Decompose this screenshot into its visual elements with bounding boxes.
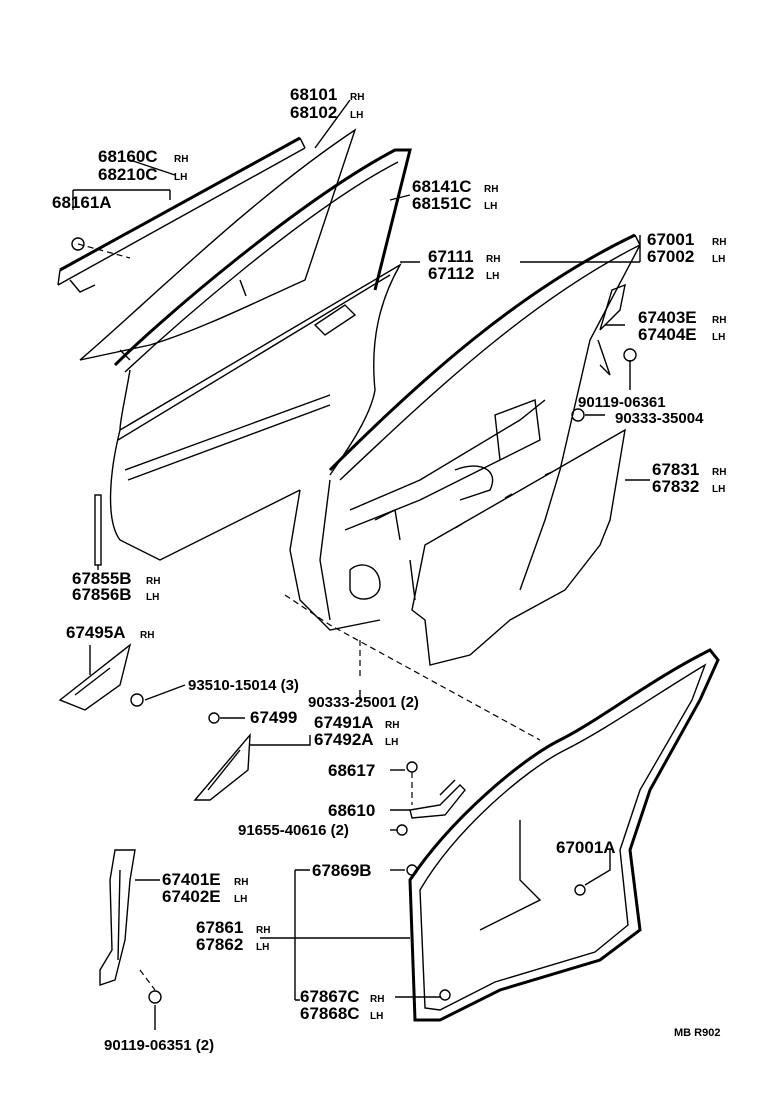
label-67403: 67403E (638, 308, 697, 327)
label-68160: 68160C (98, 147, 158, 166)
front-hinge-upper (571, 283, 637, 422)
label-67868: 67868C (300, 1004, 360, 1023)
label-67111-side: RH (486, 254, 500, 265)
drawing-code: MB R902 (674, 1027, 720, 1039)
label-68610: 68610 (328, 801, 375, 820)
label-67404-side: LH (712, 332, 725, 343)
label-90333-25001: 90333-25001 (2) (308, 694, 419, 711)
label-67491-side: RH (385, 720, 399, 731)
label-67404: 67404E (638, 325, 697, 344)
label-90119-06361: 90119-06361 (578, 394, 666, 411)
glass-run (113, 148, 412, 373)
door-weatherstrip (406, 648, 720, 1022)
label-67492: 67492A (314, 730, 374, 749)
service-hole-cover (411, 428, 626, 666)
label-67001a: 67001A (556, 838, 616, 857)
label-91655-40616: 91655-40616 (2) (238, 822, 349, 839)
mirror-bracket (58, 643, 144, 711)
door-frame-outer (109, 263, 402, 561)
label-68101-side: RH (350, 92, 364, 103)
mirror-cover (193, 712, 251, 801)
label-67856: 67856B (72, 585, 132, 604)
label-67861: 67861 (196, 918, 243, 937)
label-67001-side: RH (712, 237, 726, 248)
label-67869: 67869B (312, 861, 372, 880)
label-68141-side: RH (484, 184, 498, 195)
label-68141: 68141C (412, 177, 472, 196)
label-68160-side: RH (174, 154, 188, 165)
label-93510-15014: 93510-15014 (3) (188, 677, 299, 694)
label-67832: 67832 (652, 477, 699, 496)
label-68151-side: LH (484, 201, 497, 212)
label-67495-side: RH (140, 630, 154, 641)
label-67401: 67401E (162, 870, 221, 889)
division-bar (94, 494, 102, 566)
label-67112-side: LH (486, 271, 499, 282)
label-67855: 67855B (72, 569, 132, 588)
label-67855-side: RH (146, 576, 160, 587)
label-67856-side: LH (146, 592, 159, 603)
label-67002: 67002 (647, 247, 694, 266)
label-67495: 67495A (66, 623, 126, 642)
label-67868-side: LH (370, 1011, 383, 1022)
label-68210-side: LH (174, 172, 187, 183)
door-check (396, 761, 466, 836)
label-67499: 67499 (250, 708, 297, 727)
label-67831-side: RH (712, 467, 726, 478)
label-67401-side: RH (234, 877, 248, 888)
label-68161: 68161A (52, 193, 112, 212)
front-hinge-lower (99, 849, 162, 1004)
label-90333-35004: 90333-35004 (615, 410, 704, 427)
label-67862: 67862 (196, 935, 243, 954)
label-67862-side: LH (256, 942, 269, 953)
label-68102-side: LH (350, 110, 363, 121)
outer-belt-moulding (57, 136, 306, 293)
label-67861-side: RH (256, 925, 270, 936)
label-68151: 68151C (412, 194, 472, 213)
label-67111: 67111 (428, 247, 473, 266)
label-67492-side: LH (385, 737, 398, 748)
label-67402: 67402E (162, 887, 221, 906)
leader-lines (72, 99, 650, 1030)
label-67867-side: RH (370, 994, 384, 1005)
label-68210: 68210C (98, 165, 158, 184)
label-67831: 67831 (652, 460, 699, 479)
label-68617: 68617 (328, 761, 375, 780)
label-67867: 67867C (300, 987, 360, 1006)
assembly-line (284, 594, 541, 741)
label-67402-side: LH (234, 894, 247, 905)
label-67832-side: LH (712, 484, 725, 495)
label-67491: 67491A (314, 713, 374, 732)
part-labels: 68101 RH 68102 LH 68160C RH 68210C LH 68… (52, 85, 726, 1054)
label-67002-side: LH (712, 254, 725, 265)
label-90119-06351: 90119-06351 (2) (104, 1037, 214, 1054)
label-68101: 68101 (290, 85, 337, 104)
label-67403-side: RH (712, 315, 726, 326)
label-67001: 67001 (647, 230, 694, 249)
label-68102: 68102 (290, 103, 337, 122)
door-panel (289, 233, 641, 631)
label-67112: 67112 (428, 264, 474, 283)
